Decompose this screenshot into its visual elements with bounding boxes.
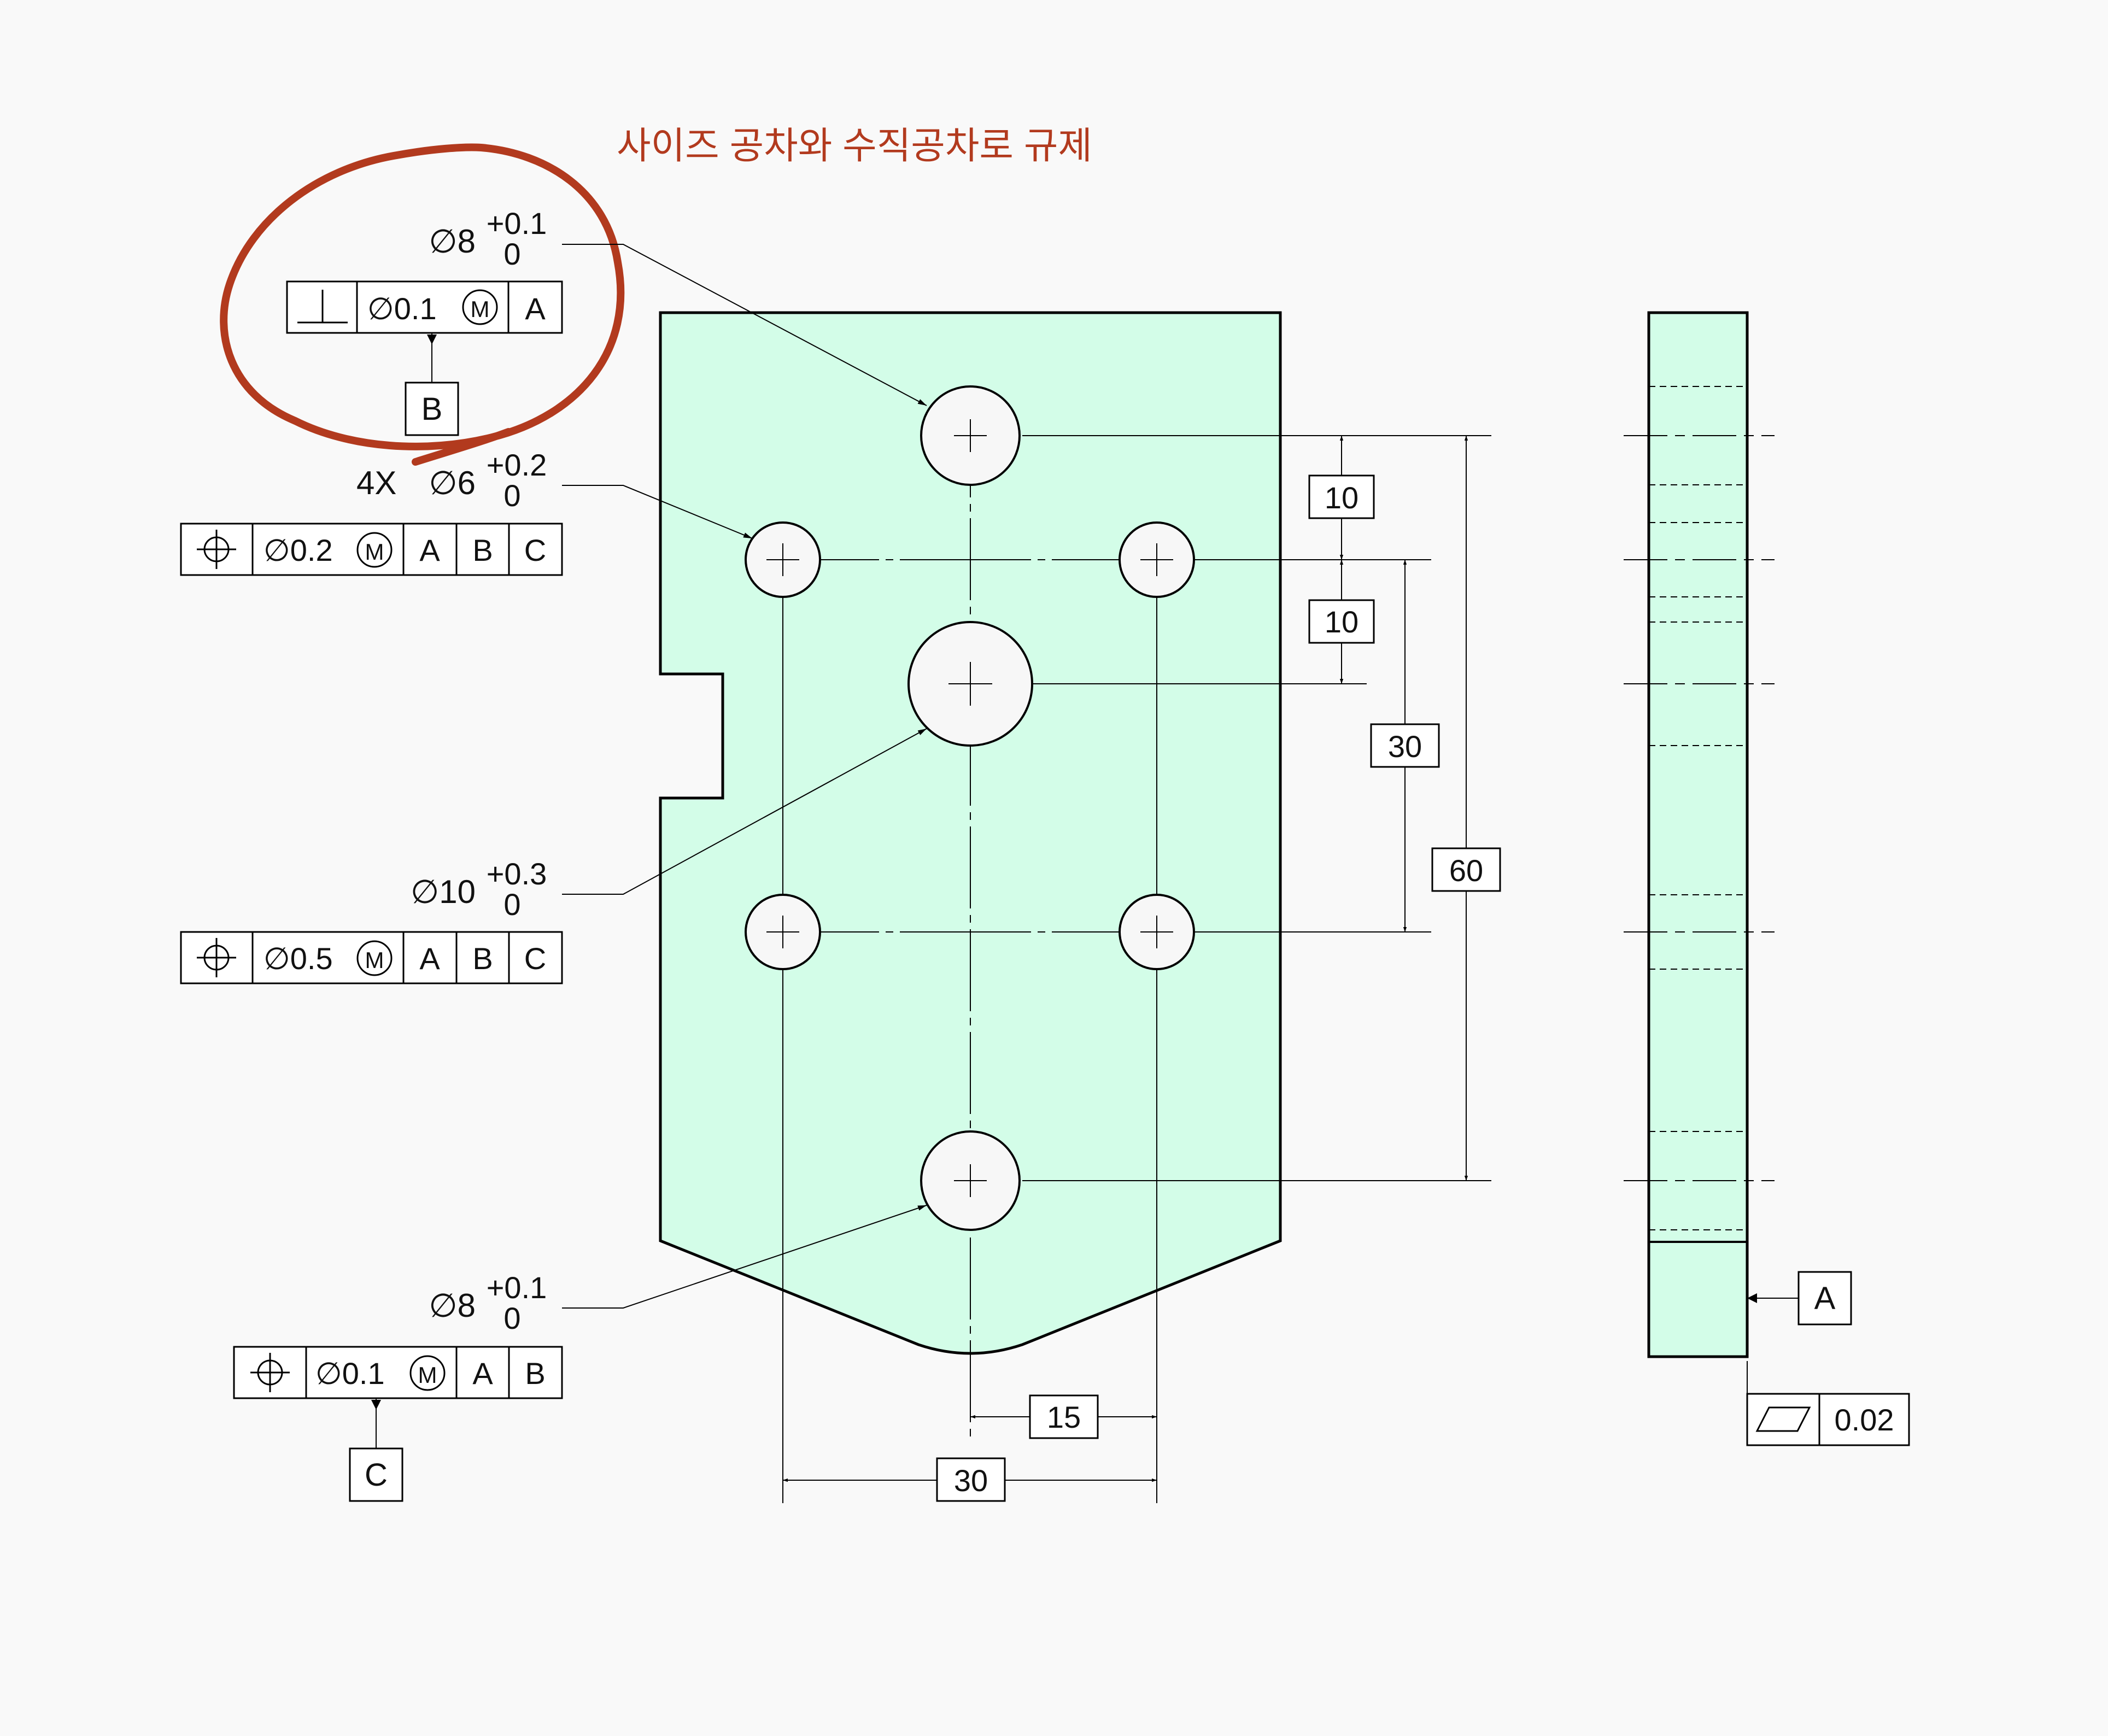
center-hole-lower-tol: 0 bbox=[503, 887, 520, 922]
four-holes-qty: 4X bbox=[356, 465, 396, 501]
svg-text:M: M bbox=[418, 1362, 437, 1388]
position-icon bbox=[250, 1353, 290, 1392]
perpendicularity-icon bbox=[297, 290, 348, 324]
vertical-dimension-lines bbox=[1339, 436, 1468, 1181]
dim-60-text: 60 bbox=[1449, 853, 1483, 888]
svg-text:M: M bbox=[471, 296, 490, 322]
part-side-view bbox=[1624, 311, 1775, 1358]
frame-position-center: ∅0.5 M A B C bbox=[180, 931, 563, 984]
position-center-datum-1: A bbox=[419, 941, 440, 976]
center-hole-size: ∅10 bbox=[411, 873, 476, 910]
position-icon bbox=[197, 938, 236, 977]
frame-position-bottom: ∅0.1 M A B bbox=[233, 1346, 563, 1399]
datum-c-label: C bbox=[365, 1457, 388, 1493]
position-bottom-datum-2: B bbox=[525, 1356, 545, 1391]
dim-10-lower: 10 bbox=[1308, 599, 1375, 644]
four-holes-upper-tol: +0.2 bbox=[487, 448, 547, 482]
dim-30-vertical-text: 30 bbox=[1388, 729, 1422, 764]
svg-text:M: M bbox=[365, 539, 384, 565]
position-four-datum-1: A bbox=[419, 533, 440, 567]
perpendicularity-datum: A bbox=[525, 291, 546, 326]
frame-position-four: ∅0.2 M A B C bbox=[180, 523, 563, 576]
dim-15-text: 15 bbox=[1047, 1400, 1081, 1434]
dim-10-lower-text: 10 bbox=[1325, 605, 1359, 639]
hidden-lines bbox=[1649, 386, 1747, 1230]
leader-lines bbox=[562, 244, 927, 1309]
callout-four-holes: 4X ∅6 +0.2 0 bbox=[356, 448, 547, 513]
dim-15: 15 bbox=[1029, 1394, 1099, 1439]
perpendicularity-tolerance: ∅0.1 bbox=[367, 291, 437, 326]
annotation-text: 사이즈 공차와 수직공차로 규제 bbox=[617, 125, 1092, 167]
four-holes-size: ∅6 bbox=[429, 465, 476, 501]
bottom-hole-upper-tol: +0.1 bbox=[487, 1270, 547, 1305]
side-centerlines bbox=[1624, 435, 1775, 1181]
frame-perpendicularity: ∅0.1 M A bbox=[286, 280, 563, 334]
callout-center-hole: ∅10 +0.3 0 bbox=[411, 857, 547, 922]
datum-b-label: B bbox=[421, 391, 443, 427]
dim-30-vertical: 30 bbox=[1370, 723, 1440, 768]
mmc-modifier-icon: M bbox=[356, 940, 393, 976]
mmc-modifier-icon: M bbox=[409, 1355, 446, 1391]
top-hole-size: ∅8 bbox=[429, 223, 476, 260]
datum-b-feature: B bbox=[405, 333, 459, 436]
center-hole-upper-tol: +0.3 bbox=[487, 857, 547, 891]
position-center-datum-3: C bbox=[524, 941, 546, 976]
dim-60: 60 bbox=[1431, 847, 1501, 892]
position-bottom-tolerance: ∅0.1 bbox=[315, 1356, 385, 1391]
datum-a-feature: A bbox=[1747, 1271, 1852, 1326]
callout-bottom-hole: ∅8 +0.1 0 bbox=[429, 1270, 547, 1335]
flatness-tolerance: 0.02 bbox=[1835, 1403, 1894, 1437]
position-four-tolerance: ∅0.2 bbox=[264, 533, 333, 567]
centerlines bbox=[748, 415, 1192, 1503]
four-holes-lower-tol: 0 bbox=[503, 478, 520, 513]
position-icon bbox=[197, 530, 236, 569]
mmc-modifier-icon: M bbox=[356, 532, 393, 568]
bottom-hole-lower-tol: 0 bbox=[503, 1301, 520, 1335]
position-bottom-datum-1: A bbox=[472, 1356, 493, 1391]
hole-center-marks bbox=[766, 419, 1173, 1197]
extension-lines bbox=[1022, 435, 1491, 1181]
callout-top-hole: ∅8 +0.1 0 bbox=[429, 206, 547, 271]
mmc-modifier-icon: M bbox=[462, 289, 498, 325]
flatness-icon bbox=[1755, 1406, 1811, 1432]
datum-a-label: A bbox=[1814, 1281, 1836, 1316]
datum-c-feature: C bbox=[349, 1398, 403, 1502]
dim-30-horizontal: 30 bbox=[936, 1457, 1006, 1502]
dim-10-upper: 10 bbox=[1308, 474, 1375, 519]
bottom-hole-size: ∅8 bbox=[429, 1287, 476, 1324]
position-center-datum-2: B bbox=[472, 941, 493, 976]
svg-text:M: M bbox=[365, 947, 384, 973]
position-four-datum-3: C bbox=[524, 533, 546, 567]
position-center-tolerance: ∅0.5 bbox=[264, 941, 333, 976]
position-four-datum-2: B bbox=[472, 533, 493, 567]
holes bbox=[745, 385, 1195, 1231]
annotation-circle bbox=[220, 143, 625, 466]
top-hole-lower-tol: 0 bbox=[503, 237, 520, 271]
dim-30-horizontal-text: 30 bbox=[954, 1463, 988, 1498]
top-hole-upper-tol: +0.1 bbox=[487, 206, 547, 241]
dim-10-upper-text: 10 bbox=[1325, 480, 1359, 515]
frame-flatness: 0.02 bbox=[1746, 1361, 1910, 1446]
